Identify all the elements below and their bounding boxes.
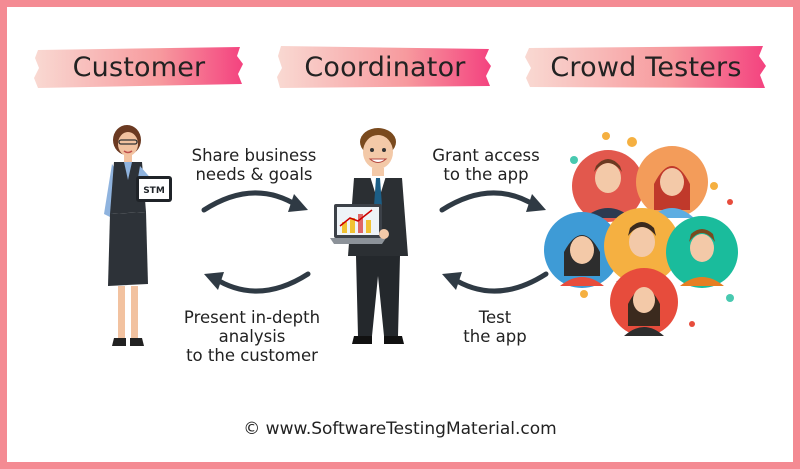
arrow-share-right: [201, 190, 308, 213]
coordinator-banner: Coordinator: [277, 44, 493, 90]
brush-stroke: [34, 47, 243, 88]
arrow-test-left: [442, 271, 549, 294]
customer-figure: STM: [104, 125, 172, 346]
copyright-footer: © www.SoftwareTestingMaterial.com: [243, 419, 557, 439]
crowd-testers-title: Crowd Testers: [550, 51, 742, 83]
step-present-line-3: to the customer: [186, 346, 318, 365]
step-present-line-2: analysis: [218, 327, 286, 346]
coordinator-title: Coordinator: [304, 51, 466, 83]
tablet-logo: STM: [143, 186, 165, 196]
step-test-line-2: the app: [463, 327, 527, 346]
arrow-grant-right: [439, 190, 546, 213]
brush-stroke: [525, 46, 766, 88]
arrow-present-left: [204, 271, 311, 294]
step-grant-line-2: to the app: [443, 165, 529, 184]
step-test-label: Test the app: [445, 308, 545, 346]
step-grant-line-1: Grant access: [432, 146, 540, 165]
step-grant-label: Grant access to the app: [420, 146, 552, 184]
customer-title: Customer: [72, 51, 206, 83]
step-present-label: Present in-depth analysis to the custome…: [172, 308, 332, 365]
customer-banner: Customer: [34, 44, 244, 90]
step-present-line-1: Present in-depth: [183, 308, 321, 327]
step-share-line-1: Share business: [191, 146, 317, 165]
step-test-line-1: Test: [478, 308, 512, 327]
coordinator-figure: [330, 128, 408, 344]
step-share-line-2: needs & goals: [195, 165, 313, 184]
crowd-testers-group: [544, 132, 738, 336]
brush-stroke: [277, 46, 491, 88]
step-share-label: Share business needs & goals: [175, 146, 333, 184]
crowd-testers-banner: Crowd Testers: [525, 44, 767, 90]
